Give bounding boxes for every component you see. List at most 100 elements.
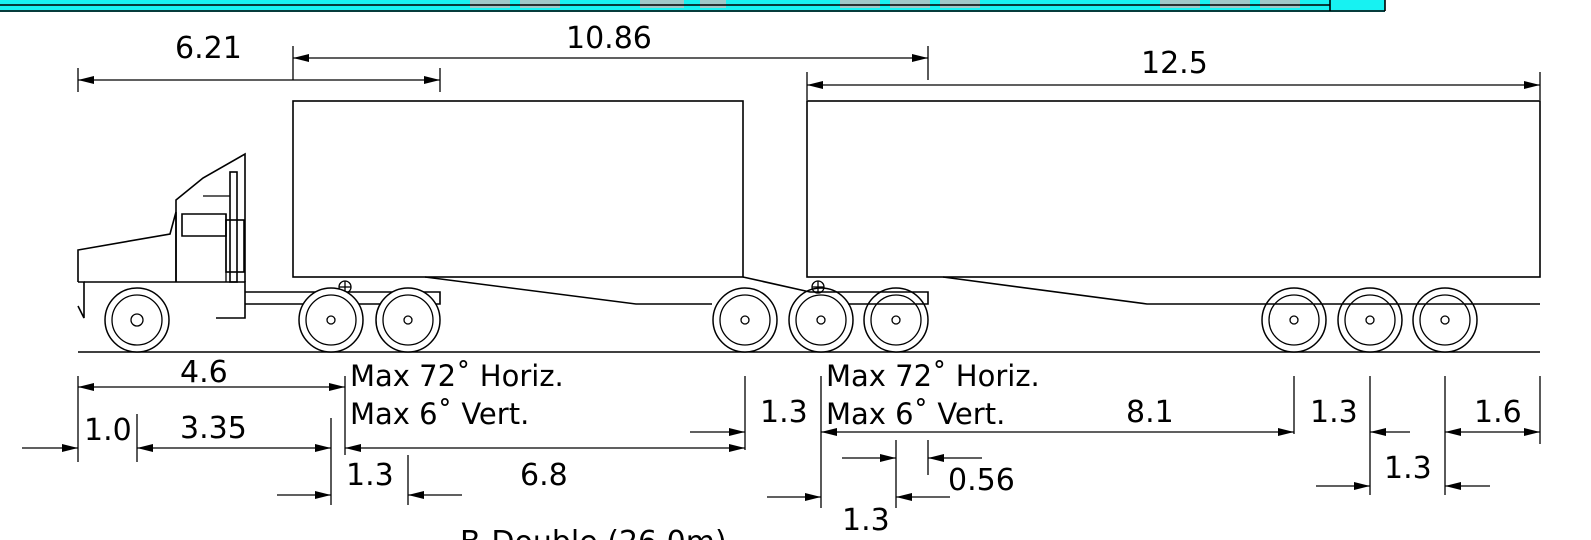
wheel-ring (1261, 287, 1327, 353)
arrow (928, 454, 944, 462)
title-band-cell (1260, 0, 1300, 8)
exhaust-stack (229, 171, 238, 283)
dim-spread-a: 1.3 (1310, 395, 1358, 430)
title-band-fill (0, 0, 1385, 12)
arrow (1445, 482, 1461, 490)
wheel (298, 287, 364, 353)
lead-trailer-drawbar (742, 276, 929, 305)
lead-trailer-box (292, 100, 744, 278)
dim-tractor-wheelbase: 4.6 (180, 355, 228, 390)
title-band-cell (700, 0, 726, 8)
arrow (1354, 482, 1370, 490)
coupling1-horiz-note: Max 72˚ Horiz. (350, 359, 564, 393)
cab-hood (77, 211, 177, 282)
arrow (408, 491, 424, 499)
wheel-ring (326, 315, 336, 325)
arrow (315, 491, 331, 499)
wheel-ring (298, 287, 364, 353)
wheel-ring (375, 287, 441, 353)
arrow (329, 383, 345, 391)
wheel-ring (795, 294, 847, 346)
tractor-chassis (84, 281, 246, 319)
wheel (1412, 287, 1478, 353)
wheel (863, 287, 929, 353)
arrow (912, 54, 928, 62)
wheel-ring (1412, 287, 1478, 353)
wheel-ring (740, 315, 750, 325)
lead-trailer-chassis (424, 276, 712, 305)
title-band-cell (890, 0, 930, 8)
top-dimensions (77, 46, 1541, 100)
arrow (1524, 428, 1540, 436)
title-band-cell (640, 0, 684, 8)
wheel-ring (130, 313, 144, 327)
coupling1-vert-note: Max 6˚ Vert. (350, 397, 529, 431)
fuel-tank (225, 219, 245, 273)
title-band (0, 0, 1386, 12)
wheel-ring (863, 287, 929, 353)
dim-lead-rear-spread: 1.3 (760, 395, 808, 430)
wheel-ring (1440, 315, 1450, 325)
dim-coupling-offset: 0.56 (948, 463, 1015, 498)
wheel-ring (1419, 294, 1471, 346)
wheel-ring (712, 287, 778, 353)
title-band-cell (470, 0, 510, 8)
dim-lead-kingpin-axle: 6.8 (520, 458, 568, 493)
arrow (62, 444, 78, 452)
dim-front-overhang: 1.0 (84, 413, 132, 448)
arrow (293, 54, 309, 62)
arrow (1278, 428, 1294, 436)
dim-rear-overhang: 1.6 (1474, 395, 1522, 430)
title-band-cell (940, 0, 980, 8)
second-trailer-box (806, 100, 1541, 278)
wheel-ring (788, 287, 854, 353)
title-band-cell (1210, 0, 1250, 8)
arrow (78, 383, 94, 391)
wheel-ring (382, 294, 434, 346)
wheel (1261, 287, 1327, 353)
title-band-cell (520, 0, 560, 8)
wheel-ring (719, 294, 771, 346)
arrow (896, 493, 912, 501)
wheel-ring (111, 294, 163, 346)
dim-drive-spread: 1.3 (346, 458, 394, 493)
bottom-dimensions (22, 376, 1541, 508)
tractor-bumper (77, 281, 85, 319)
wheel-ring (1337, 287, 1403, 353)
arrow (805, 493, 821, 501)
wheel-ring (1289, 315, 1299, 325)
title-band-cell (1160, 0, 1200, 8)
cab-body (175, 152, 246, 282)
wheel-ring (305, 294, 357, 346)
arrow (78, 76, 94, 84)
second-trailer-chassis (942, 276, 1540, 305)
dim-cab-overall: 6.21 (175, 31, 242, 66)
arrow (424, 76, 440, 84)
arrow (821, 428, 837, 436)
arrow (880, 454, 896, 462)
arrow (1445, 428, 1461, 436)
wheel (375, 287, 441, 353)
arrow (729, 428, 745, 436)
wheel-ring (104, 287, 170, 353)
wheel-ring (1344, 294, 1396, 346)
wheel-ring (1365, 315, 1375, 325)
wheel-ring (1268, 294, 1320, 346)
vehicle-caption: B-Double (26.0m) (460, 525, 727, 540)
dim-spread-b: 1.3 (1384, 451, 1432, 486)
lead-trailer (292, 100, 929, 305)
second-trailer (806, 100, 1541, 305)
arrow (345, 444, 361, 452)
dim-axle-to-kingpin: 3.35 (180, 411, 247, 446)
title-band-cell (840, 0, 880, 8)
wheel-ring (870, 294, 922, 346)
dim-second-trailer: 12.5 (1141, 46, 1208, 81)
coupling2-vert-note: Max 6˚ Vert. (826, 397, 1005, 431)
wheel (1337, 287, 1403, 353)
wheel-ring (403, 315, 413, 325)
arrow (729, 444, 745, 452)
coupling2-horiz-note: Max 72˚ Horiz. (826, 359, 1040, 393)
arrow (807, 81, 823, 89)
wheel (104, 287, 170, 353)
